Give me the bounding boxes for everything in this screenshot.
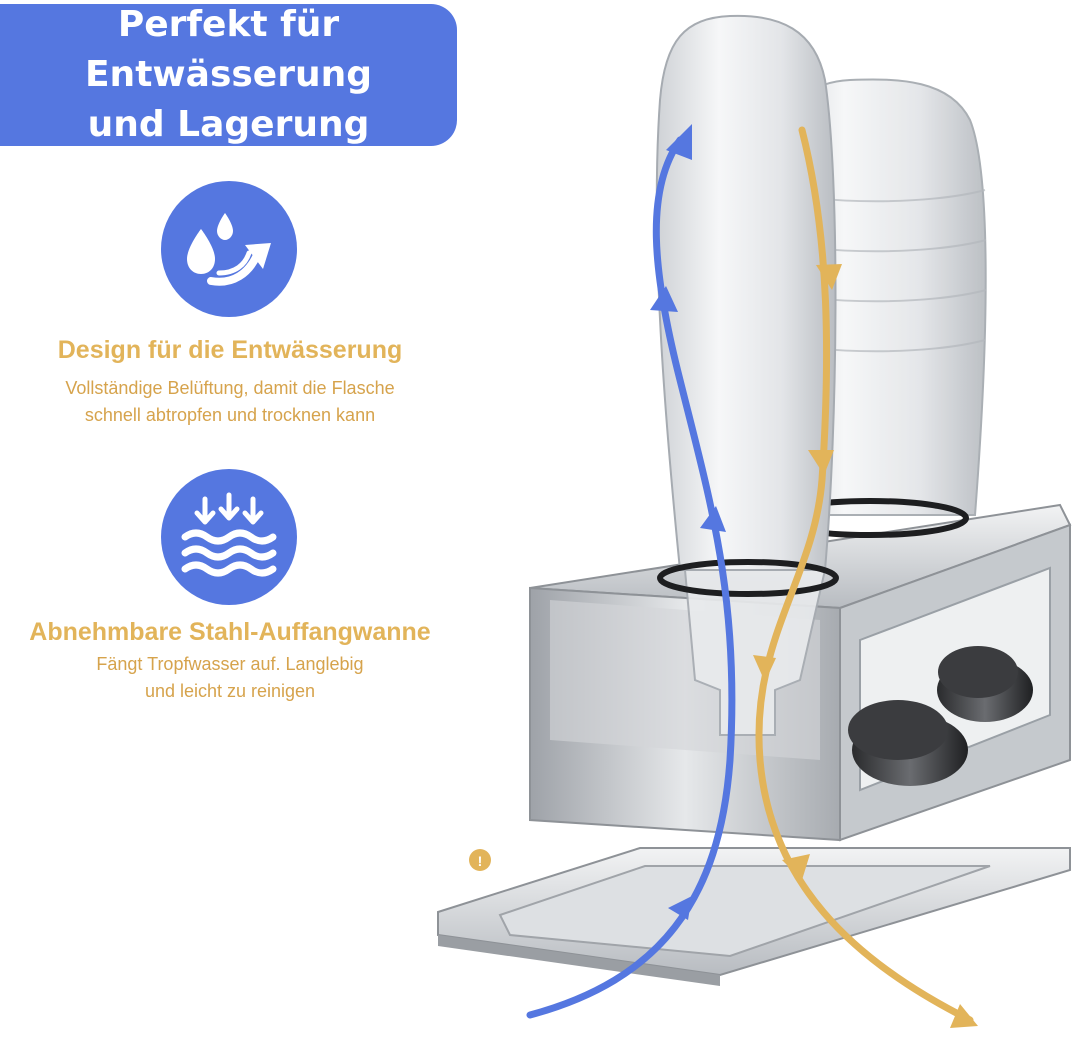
- feature-title-drainage: Design für die Entwässerung: [57, 336, 403, 364]
- feature-title-drip-tray: Abnehmbare Stahl-Auffangwanne: [29, 618, 431, 646]
- water-drops-arrow-icon: [161, 181, 297, 317]
- bottle-drying-rack-illustration: !: [430, 0, 1080, 1046]
- feature-desc-drainage-line-1: Vollständige Belüftung, damit die Flasch…: [65, 378, 395, 398]
- steel-drip-tray: [437, 847, 1071, 986]
- info-badge-icon: !: [469, 849, 491, 871]
- feature-desc-drainage: Vollständige Belüftung, damit die Flasch…: [0, 375, 460, 429]
- feature-desc-drainage-line-2: schnell abtropfen und trocknen kann: [84, 405, 376, 425]
- drip-tray-waves-icon: [161, 469, 297, 605]
- feature-desc-drip-tray-line-2: und leicht zu reinigen: [144, 681, 316, 701]
- feature-desc-drip-tray-line-1: Fängt Tropfwasser auf. Langlebig: [96, 654, 364, 674]
- headline-line-2: und Lagerung: [87, 104, 370, 145]
- bottle-cap-holders: [848, 646, 1033, 786]
- airflow-arrow-blue: [526, 124, 736, 1019]
- headline-banner: Perfekt für Entwässerung und Lagerung: [0, 4, 457, 146]
- feature-desc-drip-tray: Fängt Tropfwasser auf. Langlebig und lei…: [0, 651, 460, 705]
- svg-text:!: !: [478, 853, 483, 869]
- airflow-arrow-gold: [753, 126, 978, 1028]
- headline-line-1: Perfekt für Entwässerung: [84, 4, 373, 95]
